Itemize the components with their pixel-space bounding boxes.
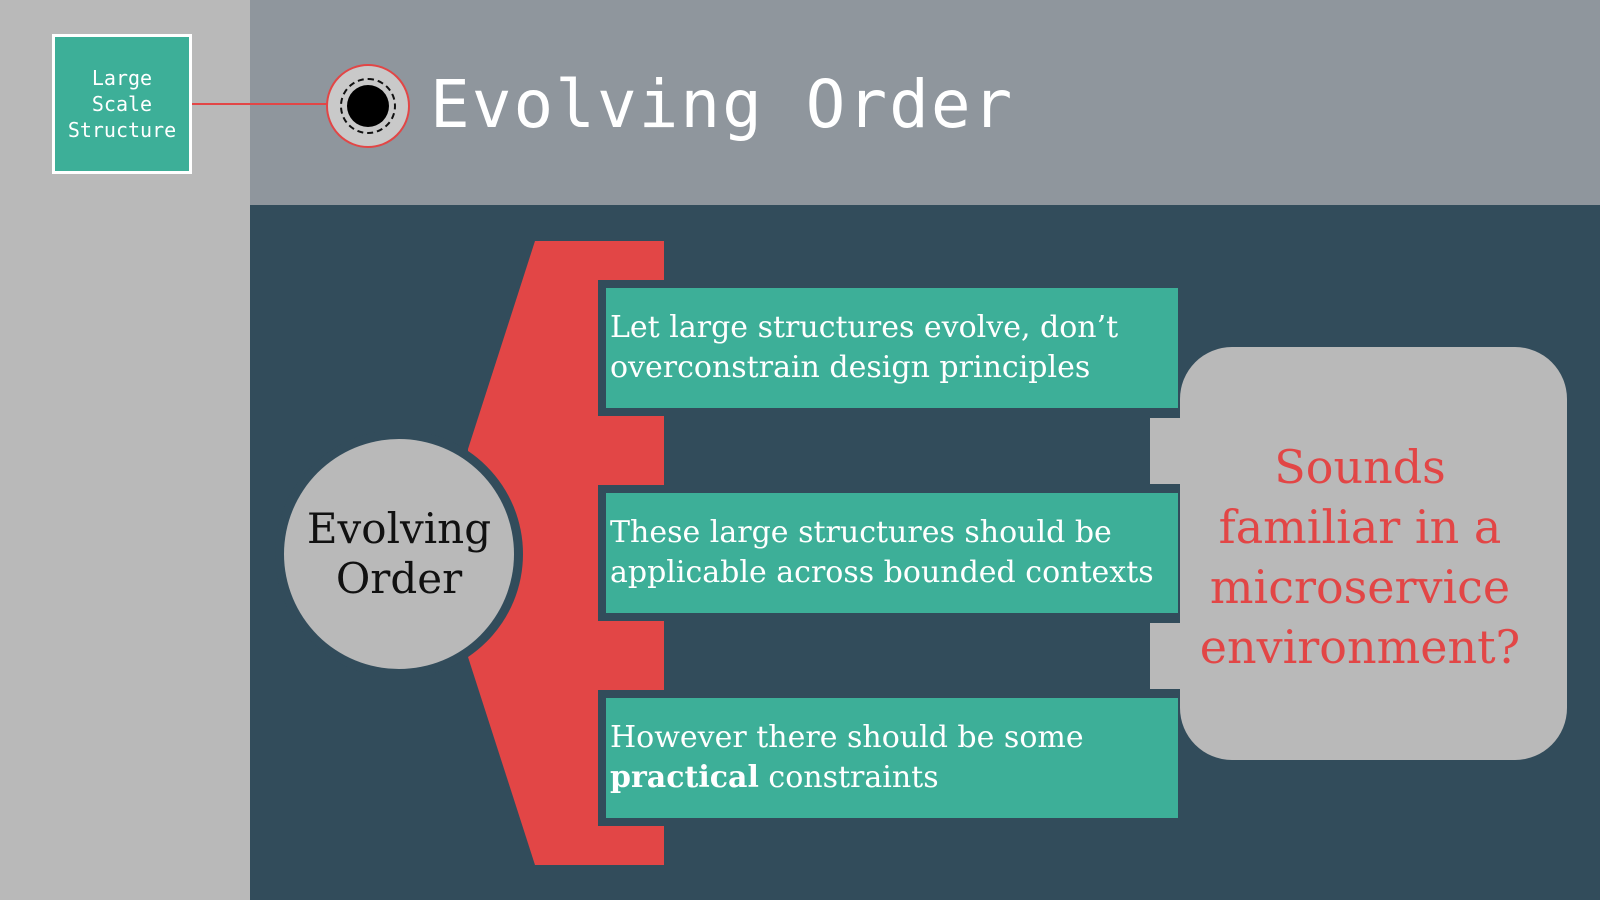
- callout-text: Sounds familiar in a microservice enviro…: [1199, 440, 1521, 674]
- target-icon: [326, 64, 410, 148]
- callout-shape: [1180, 347, 1567, 760]
- item-1-text: Let large structures evolve, don’t overc…: [610, 310, 1119, 385]
- connector-line: [192, 103, 328, 105]
- item-box-2: These large structures should be applica…: [606, 493, 1178, 613]
- item-3-text-before: However there should be some: [610, 720, 1084, 755]
- center-node: Evolving Order: [284, 439, 514, 669]
- page-title: Evolving Order: [430, 66, 1015, 143]
- item-3-bold: practical: [610, 760, 759, 795]
- header-bar: [250, 0, 1600, 205]
- target-dot: [347, 85, 389, 127]
- item-box-3: However there should be some practical c…: [606, 698, 1178, 818]
- item-box-1: Let large structures evolve, don’t overc…: [606, 288, 1178, 408]
- target-ring: [340, 78, 396, 134]
- item-2-text: These large structures should be applica…: [610, 515, 1154, 590]
- section-label-box[interactable]: Large Scale Structure: [52, 34, 192, 174]
- item-3-text-after: constraints: [768, 760, 939, 795]
